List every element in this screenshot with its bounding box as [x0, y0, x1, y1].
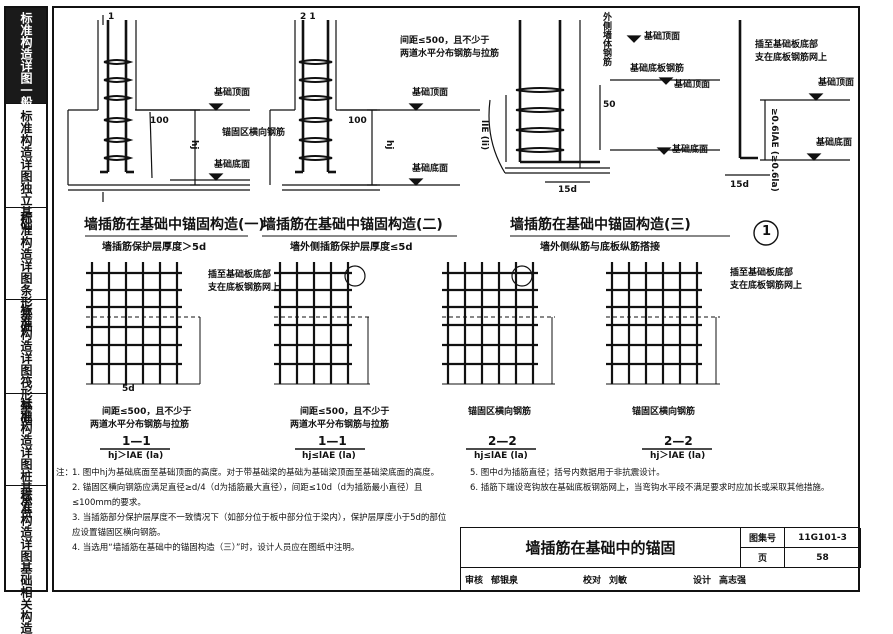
atlas-val: 11G101-3 [785, 528, 861, 548]
review-name: 郁银泉 [491, 576, 519, 586]
atlas-key: 图集号 [741, 528, 785, 548]
notes-right: 5. 图中d为插筋直径；括号内数据用于非抗震设计。 6. 插筋下端设弯钩放在基础… [470, 466, 855, 496]
label-anchor-grid-c: 锚固区横向钢筋 [468, 407, 532, 417]
notes-left: 注： 1. 图中hj为基础底面至基础顶面的高度。对于带基础梁的基础为基础梁顶面至… [56, 466, 451, 556]
section-cond-2b: hj＞lAE (la) [650, 451, 706, 461]
label-found-top-5: 基础顶面 [818, 78, 855, 88]
section-subtitle-two: 墙外侧插筋保护层厚度≤5d [290, 242, 413, 253]
label-dim-100-1: 100 [150, 116, 169, 126]
detail-drawings [67, 15, 850, 450]
note-5: 5. 图中d为插筋直径；括号内数据用于非抗震设计。 [470, 468, 665, 478]
label-spacing-a-grid1: 间距≤500，且不少于 [102, 407, 192, 417]
note-1: 1. 图中hj为基础底面至基础顶面的高度。对于带基础梁的基础为基础梁顶面至基础梁… [72, 468, 440, 478]
label-spacing-a-top: 间距≤500，且不少于 [400, 36, 490, 46]
label-found-bottom-1: 基础底面 [214, 160, 251, 170]
label-dim-50: 50 [603, 100, 616, 110]
label-15d-b: 15d [730, 180, 749, 190]
label-found-top-4: 基础顶面 [674, 80, 711, 90]
section-cut-2a: 2—2 [488, 434, 517, 448]
side-tab-isolated-footing[interactable]: 标准构造详图独立基础 [6, 104, 46, 230]
label-insert-b-top: 支在底板钢筋网上 [755, 53, 828, 63]
label-anchor-rebar: 锚固区横向钢筋 [222, 128, 286, 138]
page-val: 58 [785, 548, 861, 568]
check-key: 校对 [583, 576, 602, 586]
section-title-three: 墙插筋在基础中锚固构造(三) [510, 217, 691, 233]
drawing-sheet: 标准构造详图一般构造 标准构造详图独立基础 标准构造详图条形基础 标准构造详图筏… [4, 6, 861, 634]
label-dim-100-2: 100 [348, 116, 367, 126]
label-spacing-a-grid2: 间距≤500，且不少于 [300, 407, 390, 417]
side-tab-column: 标准构造详图一般构造 标准构造详图独立基础 标准构造详图条形基础 标准构造详图筏… [4, 6, 48, 634]
section-title-one: 墙插筋在基础中锚固构造(一) [84, 217, 265, 233]
note-6: 6. 插筋下端设弯钩放在基础底板钢筋网上，当弯钩水平段不满足要求时应加长或采取其… [470, 483, 830, 493]
label-insert-a-grid: 插至基础板底部 [208, 270, 272, 280]
side-tab-general[interactable]: 标准构造详图一般构造 [6, 8, 46, 132]
section-cut-2b: 2—2 [664, 434, 693, 448]
design-name: 高志强 [719, 576, 747, 586]
section-symbol-1: 1 [108, 12, 115, 22]
label-hj-2: hj [384, 140, 394, 150]
label-lle: lIE (li) [479, 120, 489, 151]
label-ratio: ≥0.6lAE (≥0.6la) [769, 108, 779, 192]
label-anchor-grid-d: 锚固区横向钢筋 [632, 407, 696, 417]
label-outer-rebar: 外侧墙体钢筋 [601, 12, 611, 66]
section-cut-1b: 1—1 [318, 434, 347, 448]
label-found-bottom-5: 基础底面 [816, 138, 853, 148]
drawing-frame [52, 6, 860, 592]
label-spacing-b-grid2: 两道水平分布钢筋与拉筋 [290, 420, 390, 430]
section-cut-1a: 1—1 [122, 434, 151, 448]
design-key: 设计 [693, 576, 712, 586]
label-found-bottom-2: 基础底面 [412, 164, 449, 174]
section-subtitle-one: 墙插筋保护层厚度＞5d [102, 242, 207, 253]
label-spacing-b-top: 两道水平分布钢筋与拉筋 [400, 49, 500, 59]
section-cond-1a: hj＞lAE (la) [108, 451, 164, 461]
label-found-bottom-rebar: 基础底板钢筋 [630, 64, 685, 74]
label-found-top-2: 基础顶面 [412, 88, 449, 98]
side-tab-label: 标准构造详图独立基础 [19, 110, 33, 230]
label-hj-1: hj [189, 140, 199, 150]
label-found-top-3: 基础顶面 [644, 32, 681, 42]
label-insert-a-top: 插至基础板底部 [755, 40, 819, 50]
label-insert-b-grid-2: 支在底板钢筋网上 [730, 281, 803, 291]
note-4: 4. 当选用“墙插筋在基础中的锚固构造（三）”时，设计人员应在图纸中注明。 [72, 543, 360, 553]
label-found-top-1: 基础顶面 [214, 88, 251, 98]
review-key: 审核 [465, 576, 484, 586]
title-block: 墙插筋在基础中的锚固 图集号 11G101-3 页 58 审核 郁银泉 校对 刘… [460, 527, 861, 592]
note-3: 3. 当插筋部分保护层厚度不一致情况下（如部分位于板中部分位于梁内），保护层厚度… [72, 513, 447, 538]
label-5d: 5d [122, 384, 135, 394]
page-key: 页 [741, 548, 785, 568]
note-2: 2. 锚固区横向钢筋应满足直径≥d/4（d为插筋最大直径），间距≤10d（d为插… [72, 483, 423, 508]
section-title-two: 墙插筋在基础中锚固构造(二) [262, 217, 443, 233]
check-name: 刘敏 [609, 576, 628, 586]
label-insert-a-grid-2: 插至基础板底部 [730, 268, 794, 278]
notes-head: 注： [56, 468, 74, 478]
drawing-title: 墙插筋在基础中的锚固 [461, 528, 741, 568]
signature-row: 审核 郁银泉 校对 刘敏 设计 高志强 [461, 568, 861, 591]
detail-number-circle: 1 [762, 224, 772, 239]
label-found-bottom-3: 基础底面 [672, 145, 709, 155]
label-spacing-b-grid1: 两道水平分布钢筋与拉筋 [90, 420, 190, 430]
section-symbol-21: 2 1 [300, 12, 316, 22]
label-insert-b-grid: 支在底板钢筋网上 [208, 283, 281, 293]
section-cond-2a: hj≤lAE (la) [474, 451, 528, 461]
label-15d: 15d [558, 185, 577, 195]
section-cond-1b: hj≤lAE (la) [302, 451, 356, 461]
section-subtitle-three: 墙外侧纵筋与底板纵筋搭接 [540, 242, 660, 253]
